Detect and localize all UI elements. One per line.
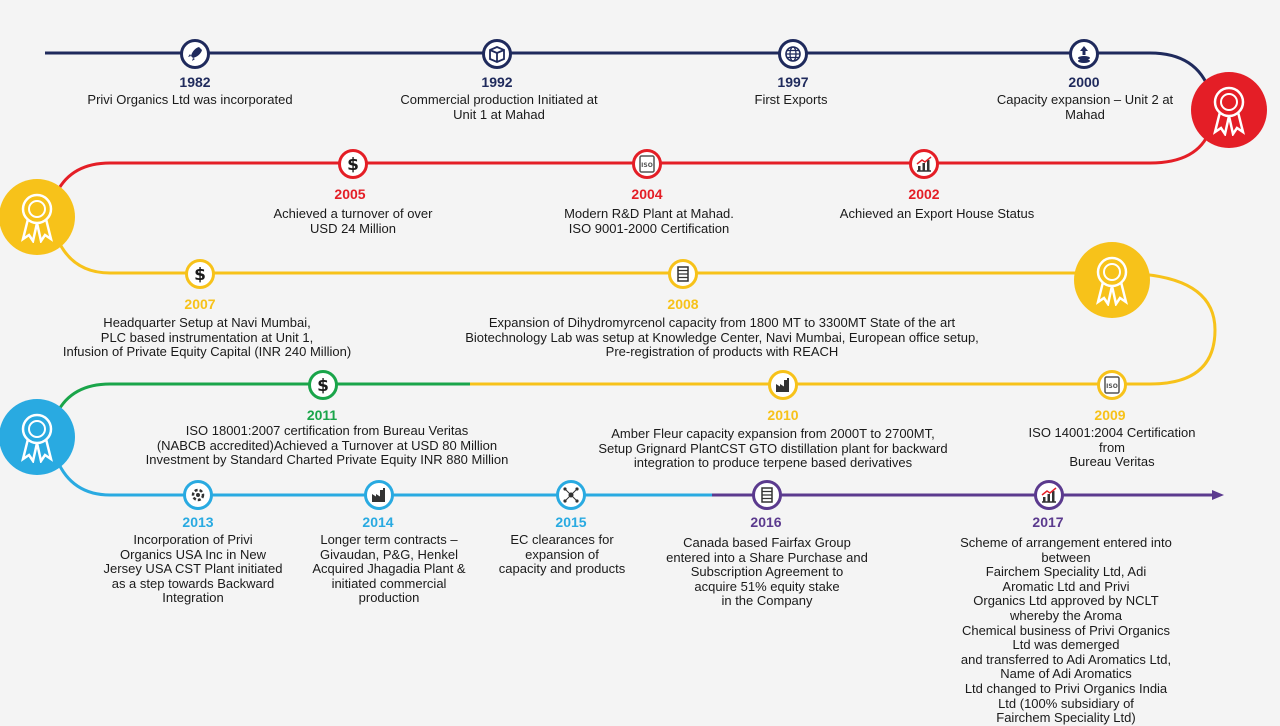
milestone-year: 2009	[1094, 407, 1126, 423]
milestone-description: ISO 14001:2004 Certification from Bureau…	[1028, 425, 1196, 470]
dollar-icon: $	[308, 370, 338, 400]
network-icon	[556, 480, 586, 510]
milestone-year: 1992	[481, 74, 513, 90]
iso-certificate-icon: ISO	[1097, 370, 1127, 400]
dollar-icon: $	[338, 149, 368, 179]
track-segment-row4-green	[55, 382, 470, 414]
milestone-description: Incorporation of Privi Organics USA Inc …	[103, 532, 283, 606]
milestone-description: Scheme of arrangement entered into betwe…	[960, 535, 1172, 726]
track-segment-row4-yellow	[470, 272, 1217, 386]
iso-certificate-icon: ISO	[632, 149, 662, 179]
box-icon	[482, 39, 512, 69]
svg-text:ISO: ISO	[1106, 383, 1118, 390]
factory-icon	[364, 480, 394, 510]
award-ribbon-icon	[1074, 242, 1150, 318]
award-ribbon-icon	[0, 179, 75, 255]
milestone-description: EC clearances for expansion of capacity …	[498, 532, 626, 577]
milestone-description: First Exports	[754, 92, 828, 107]
milestone-year: 2013	[182, 514, 214, 530]
milestone-description: Achieved a turnover of over USD 24 Milli…	[273, 206, 433, 236]
milestone-year: 2004	[631, 186, 663, 202]
milestone-description: Privi Organics Ltd was incorporated	[87, 92, 293, 107]
gear-icon	[183, 480, 213, 510]
milestone-year: 2017	[1032, 514, 1064, 530]
milestone-year: 1997	[777, 74, 809, 90]
milestone-description: Capacity expansion – Unit 2 at Mahad	[996, 92, 1174, 122]
milestone-year: 2014	[362, 514, 394, 530]
milestone-year: 2016	[750, 514, 782, 530]
svg-text:$: $	[194, 265, 206, 284]
milestone-description: Expansion of Dihydromyrcenol capacity fr…	[465, 315, 979, 360]
track-segment-row2	[55, 129, 1212, 193]
milestone-year: 2000	[1068, 74, 1100, 90]
chart-icon	[1034, 480, 1064, 510]
milestone-year: 2007	[184, 296, 216, 312]
building-icon	[668, 259, 698, 289]
milestone-description: Amber Fleur capacity expansion from 2000…	[598, 426, 948, 471]
milestone-year: 2008	[667, 296, 699, 312]
milestone-description: Achieved an Export House Status	[839, 206, 1035, 221]
milestone-description: ISO 18001:2007 certification from Bureau…	[145, 423, 509, 468]
building-icon	[752, 480, 782, 510]
growth-icon	[1069, 39, 1099, 69]
svg-text:$: $	[347, 155, 359, 174]
factory-icon	[768, 370, 798, 400]
milestone-year: 2002	[908, 186, 940, 202]
milestone-year: 2010	[767, 407, 799, 423]
svg-text:$: $	[317, 376, 329, 395]
globe-icon	[778, 39, 808, 69]
milestone-year: 2011	[306, 407, 338, 423]
track-end-arrow	[1212, 490, 1224, 500]
milestone-description: Canada based Fairfax Group entered into …	[666, 535, 868, 609]
milestone-description: Headquarter Setup at Navi Mumbai, PLC ba…	[62, 315, 352, 360]
track-segment-row1	[45, 51, 1212, 93]
rocket-icon	[180, 39, 210, 69]
award-ribbon-icon	[1191, 72, 1267, 148]
milestone-year: 2015	[555, 514, 587, 530]
svg-text:ISO: ISO	[641, 162, 653, 169]
chart-icon	[909, 149, 939, 179]
dollar-icon: $	[185, 259, 215, 289]
milestone-description: Modern R&D Plant at Mahad. ISO 9001-2000…	[564, 206, 734, 236]
milestone-description: Commercial production Initiated at Unit …	[400, 92, 598, 122]
award-ribbon-icon	[0, 399, 75, 475]
milestone-year: 2005	[334, 186, 366, 202]
milestone-description: Longer term contracts – Givaudan, P&G, H…	[312, 532, 466, 606]
milestone-year: 1982	[179, 74, 211, 90]
track-segment-row5-blue	[55, 459, 712, 497]
